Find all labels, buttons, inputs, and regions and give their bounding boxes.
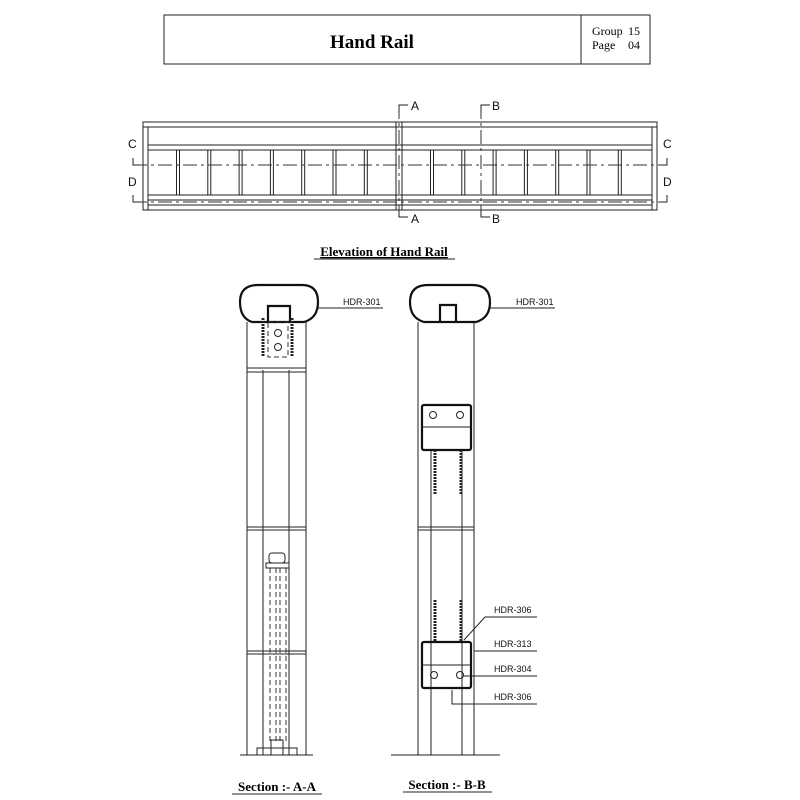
page-label: Page (592, 38, 615, 52)
screw-icon (274, 329, 282, 337)
mark-d-right: D (663, 175, 672, 189)
mark-b-bottom: B (492, 212, 500, 226)
baluster (269, 149, 274, 196)
callout-hdr-301-bb: HDR-301 (516, 297, 554, 307)
mark-d-left: D (128, 175, 137, 189)
callout-hdr-304: HDR-304 (494, 664, 532, 674)
baluster (617, 149, 622, 196)
baluster (492, 149, 497, 196)
section-aa-view: HDR-301 Section :- A-A (232, 283, 383, 795)
page-value: 04 (628, 38, 640, 52)
baluster (301, 149, 306, 196)
baluster (461, 149, 466, 196)
title-block: Hand Rail Group 15 Page 04 (163, 14, 651, 65)
section-bb-view: HDR-301 HDR-306 HDR-313 HDR-304 HDR-306 … (391, 283, 555, 793)
handrail-cap (238, 283, 320, 324)
balusters (176, 149, 622, 196)
callout-hdr-306-top: HDR-306 (494, 605, 532, 615)
mark-b-top: B (492, 99, 500, 113)
mark-a-top: A (411, 99, 419, 113)
elevation-view: A A B B C C D D Elevation of Hand Rail (128, 99, 672, 260)
callout-hdr-306-bottom: HDR-306 (494, 692, 532, 702)
baluster (363, 149, 368, 196)
section-aa-caption: Section :- A-A (238, 779, 317, 794)
mark-a-bottom: A (411, 212, 419, 226)
baluster (586, 149, 591, 196)
baluster (555, 149, 560, 196)
baluster (207, 149, 212, 196)
group-label: Group (592, 24, 623, 38)
baluster (238, 149, 243, 196)
baluster (332, 149, 337, 196)
mark-c-left: C (128, 137, 137, 151)
callout-hdr-301-aa: HDR-301 (343, 297, 381, 307)
handrail-cap (408, 283, 492, 324)
baluster (430, 149, 434, 196)
mark-c-right: C (663, 137, 672, 151)
screw-icon (274, 343, 282, 351)
section-bb-caption: Section :- B-B (408, 777, 486, 792)
callout-hdr-313: HDR-313 (494, 639, 532, 649)
baluster (523, 149, 528, 196)
drawing-title: Hand Rail (330, 32, 414, 53)
group-value: 15 (628, 24, 640, 38)
bolt-head (268, 552, 286, 564)
elevation-caption: Elevation of Hand Rail (320, 244, 448, 259)
baluster (176, 149, 180, 196)
